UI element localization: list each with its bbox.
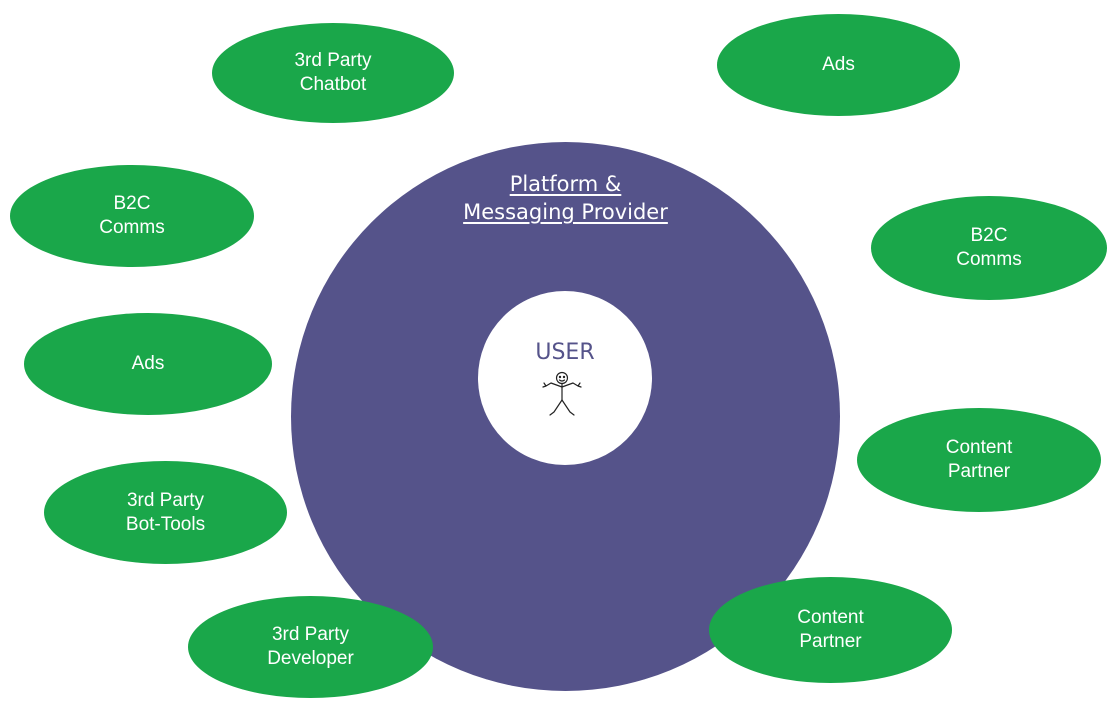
platform-label-line-1: Platform &: [509, 172, 622, 196]
node-content-partner-lower: Content Partner: [709, 577, 952, 683]
node-label-line-2: Developer: [267, 648, 354, 669]
node-label-line-1: 3rd Party: [271, 624, 350, 645]
node-label-line-2: Partner: [799, 631, 862, 652]
node-label-line-2: Comms: [956, 249, 1022, 270]
node-b2c-comms-right: B2C Comms: [871, 196, 1107, 300]
node-label-line-2: Chatbot: [299, 74, 367, 95]
node-label-line-1: Ads: [131, 353, 165, 374]
node-b2c-comms-left: B2C Comms: [10, 165, 254, 267]
node-ads-left: Ads: [24, 313, 272, 415]
platform-label-line-2: Messaging Provider: [463, 200, 668, 224]
node-3rd-party-developer: 3rd Party Developer: [188, 596, 433, 698]
node-label-line-1: B2C: [970, 225, 1008, 246]
node-label-line-1: Content: [797, 607, 864, 628]
node-3rd-party-bot-tools: 3rd Party Bot-Tools: [44, 461, 287, 564]
node-label-line-1: B2C: [113, 193, 151, 214]
node-label-line-1: 3rd Party: [294, 50, 372, 71]
node-label-line-2: Partner: [947, 461, 1011, 482]
platform-label: Platform & Messaging Provider: [425, 170, 706, 226]
node-label-line-2: Bot-Tools: [125, 513, 206, 535]
node-ads-right: Ads: [717, 14, 960, 116]
stick-figure-icon: [542, 371, 582, 416]
user-label: USER: [535, 340, 595, 365]
node-content-partner-upper: Content Partner: [857, 408, 1101, 512]
node-label-line-1: Content: [945, 437, 1013, 458]
node-label-line-1: Ads: [822, 54, 855, 75]
node-3rd-party-chatbot: 3rd Party Chatbot: [212, 23, 454, 123]
user-circle: [478, 291, 652, 465]
node-label-line-1: 3rd Party: [126, 489, 205, 511]
node-label-line-2: Comms: [99, 217, 165, 238]
